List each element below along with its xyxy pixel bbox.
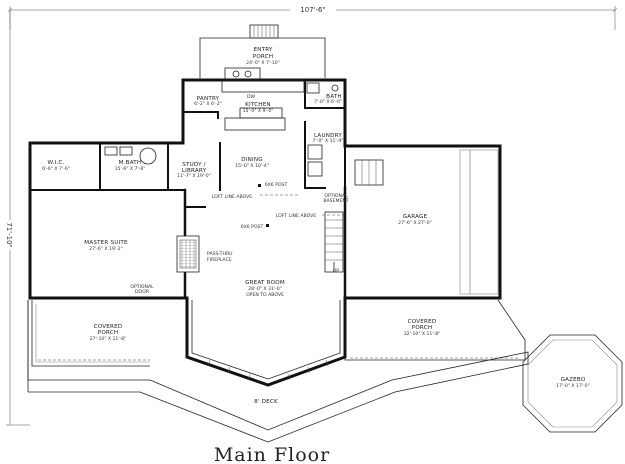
- loft-line-label-1: LOFT LINE ABOVE: [212, 194, 252, 200]
- pantry-size: 6'-2" X 6'-2": [194, 101, 222, 107]
- kitchen-fixtures: [221, 67, 305, 131]
- garage-door: [459, 149, 499, 295]
- study-size: 11'-7" X 19'-0": [177, 173, 211, 179]
- entry-porch-outline: [199, 24, 326, 78]
- pass-thru-fireplace-symbol: [176, 235, 200, 273]
- optional-door-label-2: DOOR: [135, 289, 150, 295]
- post-label-2: 6X6 POST: [241, 224, 264, 230]
- covered-porch-right-name-2: PORCH: [412, 325, 433, 331]
- depth-dimension-label: 71'-10": [5, 222, 13, 247]
- dw-label: DW: [247, 94, 256, 100]
- dining-name: DINING: [241, 157, 263, 163]
- loft-line-label-2: LOFT LINE ABOVE: [276, 213, 316, 219]
- width-dimension-label: 107'-6": [300, 6, 325, 14]
- covered-porch-right-size: 32'-10" X 11'-8": [404, 331, 441, 337]
- entry-porch-size: 24'-0" X 7'-10": [246, 60, 280, 66]
- gazebo-size: 17'-0" X 17'-0": [556, 383, 590, 389]
- great-room-mullions: [207, 359, 329, 381]
- optional-door-label: OPTIONAL: [130, 284, 154, 290]
- optional-basement-label-2: BASEMENT: [323, 198, 348, 204]
- fireplace-label-2: FIREPLACE: [207, 257, 232, 263]
- bath-fixtures: [306, 82, 339, 94]
- bath-name: BATH: [326, 94, 342, 100]
- great-room-size: 28'-0" X 31'-0": [248, 286, 282, 292]
- garage-name: GARAGE: [403, 214, 428, 220]
- study-name-2: LIBRARY: [182, 168, 207, 174]
- master-suite-name: MASTER SUITE: [84, 240, 128, 246]
- covered-porch-left-size: 27'-10" X 11'-8": [90, 336, 127, 342]
- bath-size: 7'-0" X 6'-0": [314, 99, 342, 105]
- great-room-name: GREAT ROOM: [245, 280, 285, 286]
- gazebo-structure: [522, 334, 623, 433]
- covered-porch-left-name-2: PORCH: [98, 330, 119, 336]
- covered-porch-left-name: COVERED: [94, 324, 123, 330]
- study-name: STUDY /: [182, 162, 206, 168]
- loft-lines: [260, 194, 345, 216]
- mbath-name: M.BATH: [119, 160, 142, 166]
- laundry-name: LAUNDRY: [314, 133, 342, 139]
- fireplace-label: PASS-THRU: [207, 251, 233, 257]
- great-room-note: OPEN TO ABOVE: [246, 292, 284, 298]
- garage-steps: [354, 159, 384, 186]
- garage-size: 27'-6" X 27'-0": [398, 220, 432, 226]
- wic-size: 6'-6" X 7'-6": [42, 166, 70, 172]
- gazebo-name: GAZEBO: [561, 377, 586, 383]
- deck-outline: [27, 300, 529, 443]
- overall-width-dimension: 107'-6": [7, 3, 618, 30]
- kitchen-name: KITCHEN: [245, 102, 271, 108]
- interior-walls: [29, 79, 347, 300]
- master-suite-size: 27'-6" X 19'-2": [89, 246, 123, 252]
- up-label: UP: [333, 268, 339, 274]
- wic-name: W.I.C.: [48, 160, 65, 166]
- dining-size: 15'-0" X 10'-4": [235, 163, 269, 169]
- porch-dashed-lines: [38, 357, 520, 361]
- post-label-1: 6X6 POST: [265, 182, 288, 188]
- entry-porch-name: ENTRY: [253, 47, 272, 53]
- post-marker-2: [266, 224, 269, 227]
- plan-title: Main Floor: [214, 444, 330, 464]
- great-room-window-line: [191, 300, 341, 380]
- laundry-size: 7'-0" X 11'-9": [313, 138, 344, 144]
- stairs-to-basement: [324, 211, 344, 273]
- kitchen-size: 15'-0" X 9'-6": [243, 108, 274, 114]
- optional-basement-label: OPTIONAL: [324, 193, 348, 199]
- overall-depth-dimension: 71'-10": [1, 10, 30, 426]
- mbath-size: 15'-6" X 7'-6": [115, 166, 146, 172]
- post-marker-1: [258, 184, 261, 187]
- covered-porch-right-name: COVERED: [408, 319, 437, 325]
- entry-porch-name-2: PORCH: [253, 54, 274, 60]
- deck-name: 8' DECK: [254, 399, 278, 405]
- laundry-fixtures: [307, 144, 323, 177]
- pantry-name: PANTRY: [197, 96, 220, 102]
- master-bath-fixtures: [104, 146, 157, 165]
